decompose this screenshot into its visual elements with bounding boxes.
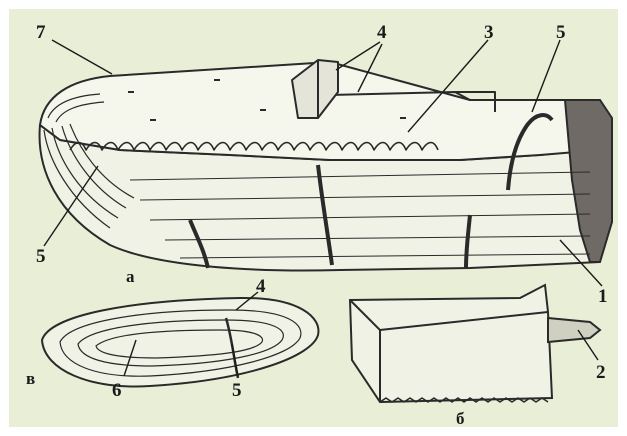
label-2: 2 <box>596 362 606 383</box>
label-b: б <box>456 409 465 428</box>
label-5-left: 5 <box>36 246 46 267</box>
label-3: 3 <box>484 22 494 43</box>
label-4-plank: 4 <box>256 276 266 297</box>
label-1: 1 <box>598 286 608 307</box>
label-5-top: 5 <box>556 22 566 43</box>
label-5-plank: 5 <box>232 380 242 401</box>
label-a: а <box>126 267 135 286</box>
label-6: 6 <box>112 380 122 401</box>
label-4-top: 4 <box>377 22 387 43</box>
label-v: в <box>26 369 35 388</box>
label-7: 7 <box>36 22 46 43</box>
